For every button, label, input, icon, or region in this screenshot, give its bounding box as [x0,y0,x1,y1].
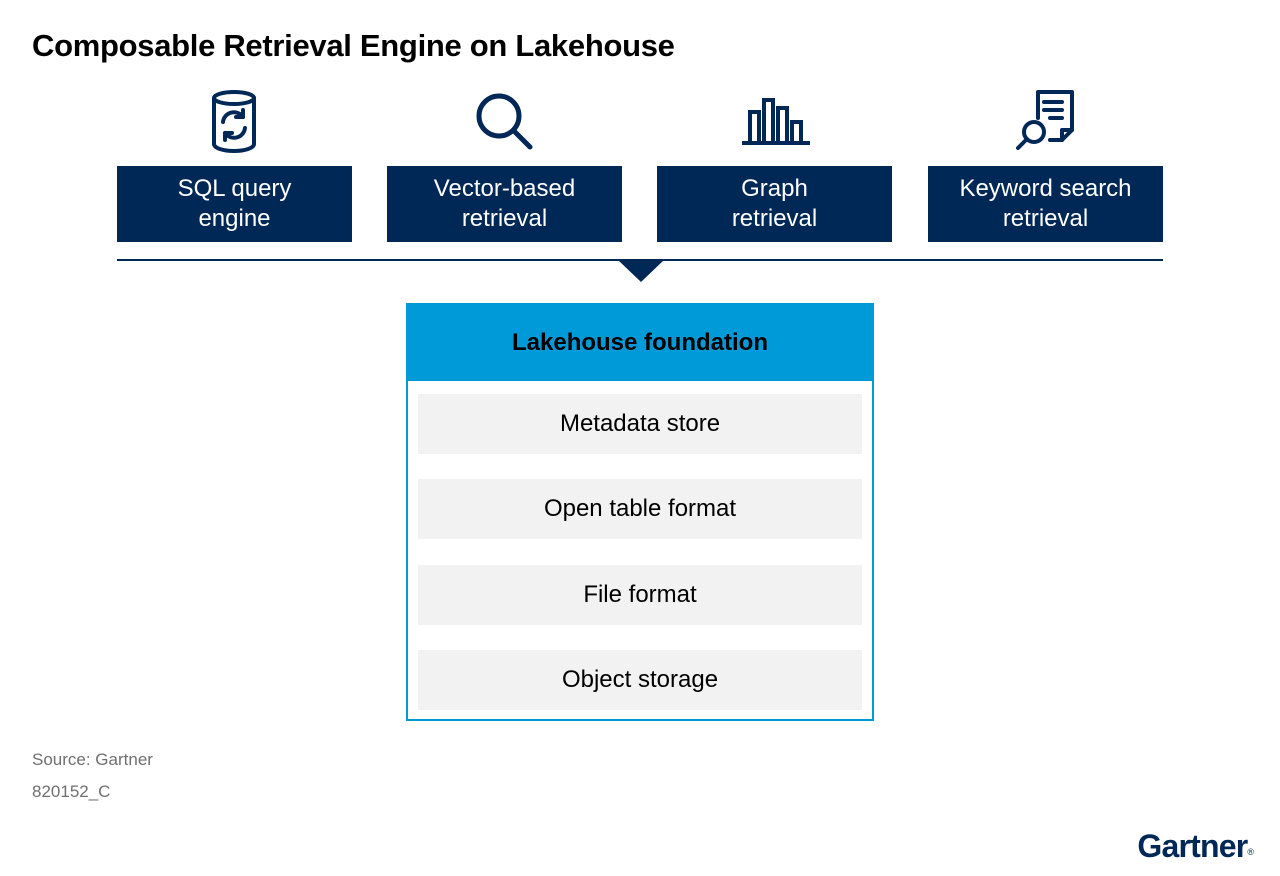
engine-box-graph-retrieval: Graph retrieval [657,166,892,242]
engine-label-line1: SQL query [177,175,292,202]
down-pointer-arrow [618,260,664,282]
registered-mark: ® [1247,847,1254,857]
engine-label-line1: Graph [741,175,808,202]
engine-box-vector-retrieval: Vector-based retrieval [387,166,622,242]
engine-label-line2: engine [198,205,271,232]
engine-label-line2: retrieval [731,205,818,232]
source-note: Source: Gartner [32,750,153,769]
layer-open-table-format: Open table format [418,479,862,539]
lakehouse-foundation-panel: Lakehouse foundation Metadata store Open… [406,303,874,721]
document-id: 820152_C [32,782,111,801]
database-sync-icon [198,88,270,156]
magnifier-icon [469,88,541,156]
engine-label-line1: Keyword search [959,175,1132,202]
engine-label-line1: Vector-based [433,175,576,202]
diagram-title: Composable Retrieval Engine on Lakehouse [32,28,675,63]
layer-file-format: File format [418,565,862,625]
engine-label-line2: retrieval [1002,205,1089,232]
engine-label-line2: retrieval [461,205,548,232]
logo-text: Gartner [1137,828,1248,864]
engine-box-sql-query: SQL query engine [117,166,352,242]
engine-box-keyword-search: Keyword search retrieval [928,166,1163,242]
bar-chart-icon [740,88,812,156]
foundation-header: Lakehouse foundation [408,305,872,381]
layer-object-storage: Object storage [418,650,862,710]
gartner-logo: Gartner® [1137,828,1254,865]
document-search-icon [1010,88,1082,156]
layer-metadata-store: Metadata store [418,394,862,454]
